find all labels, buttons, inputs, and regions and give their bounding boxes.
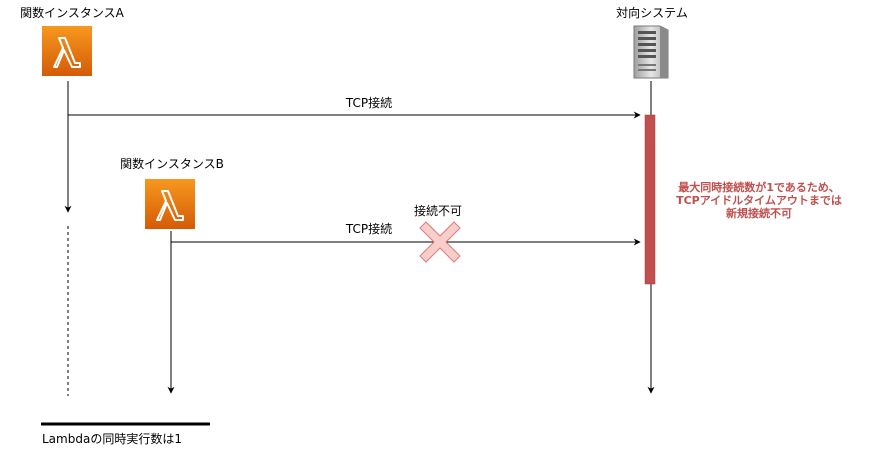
- server-icon: [630, 22, 672, 80]
- connection-limit-note: 最大同時接続数が1であるため、 TCPアイドルタイムアウトまでは 新規接続不可: [676, 181, 842, 220]
- target-system-label: 対向システム: [616, 6, 688, 20]
- activation-bar: [644, 114, 656, 285]
- note-line-3: 新規接続不可: [726, 207, 792, 220]
- instance-a-label: 関数インスタンスA: [20, 6, 124, 20]
- aws-lambda-icon: [42, 26, 92, 76]
- connection-refused-label: 接続不可: [413, 204, 463, 218]
- tcp-connect-label-a: TCP接続: [345, 96, 393, 110]
- blocked-cross-icon: [419, 221, 461, 263]
- concurrency-label: Lambdaの同時実行数は1: [42, 432, 182, 446]
- note-line-1: 最大同時接続数が1であるため、: [678, 181, 840, 194]
- note-line-2: TCPアイドルタイムアウトまでは: [676, 194, 842, 207]
- aws-lambda-icon: [145, 179, 195, 229]
- instance-b-label: 関数インスタンスB: [120, 157, 224, 171]
- tcp-connect-label-b: TCP接続: [345, 222, 393, 236]
